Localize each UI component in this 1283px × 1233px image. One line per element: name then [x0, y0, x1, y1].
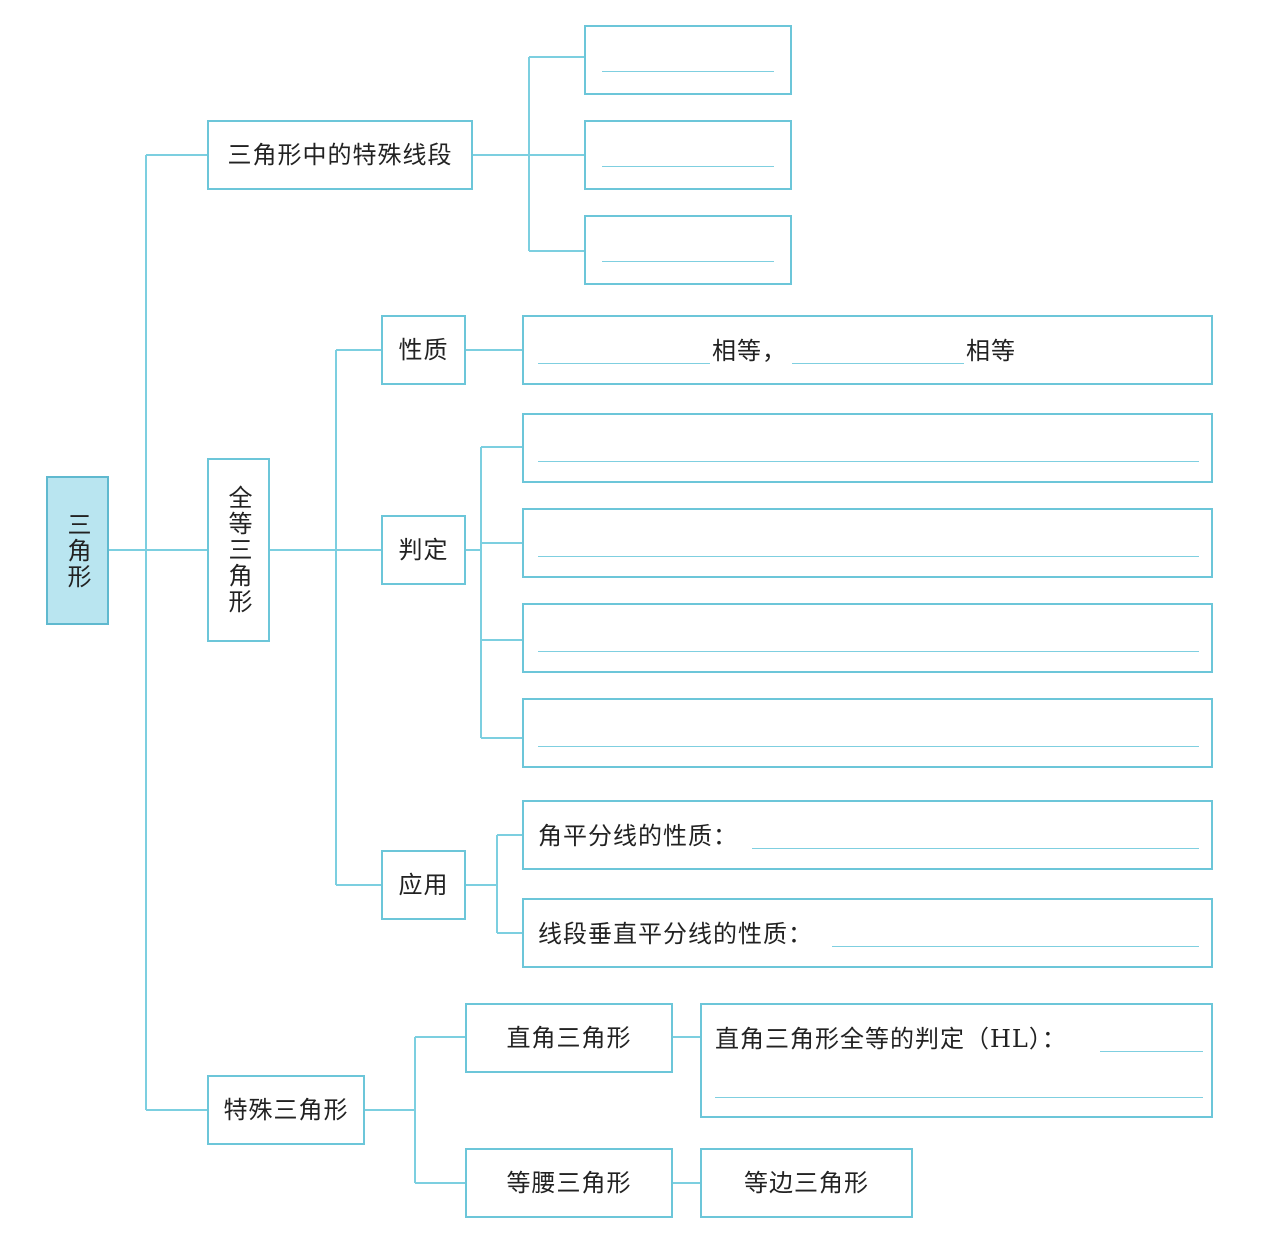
perpendicular-bisector-box[interactable]: 线段垂直平分线的性质： [522, 898, 1213, 968]
root-node: 三角形 [46, 476, 109, 625]
equilateral-triangle-node: 等边三角形 [700, 1148, 913, 1218]
isosceles-triangle-label: 等腰三角形 [506, 1169, 632, 1197]
congruent-triangles-node: 全等三角形 [207, 458, 270, 642]
answer-line [538, 556, 1199, 557]
congruent-triangles-label: 全等三角形 [224, 485, 252, 615]
criterion-answer-box-2[interactable] [522, 508, 1213, 578]
answer-line [538, 461, 1199, 462]
answer-line [752, 848, 1199, 849]
special-triangles-label: 特殊三角形 [223, 1096, 349, 1124]
criterion-node: 判定 [381, 515, 466, 585]
criterion-answer-box-4[interactable] [522, 698, 1213, 768]
root-label: 三角形 [63, 511, 91, 590]
property-label: 性质 [398, 336, 449, 364]
property-answer-box[interactable]: 相等， 相等 [522, 315, 1213, 385]
right-triangle-node: 直角三角形 [465, 1003, 673, 1073]
angle-bisector-label: 角平分线的性质： [538, 822, 738, 850]
special-triangles-node: 特殊三角形 [207, 1075, 365, 1145]
answer-line [715, 1097, 1203, 1098]
answer-line [602, 71, 774, 72]
segment-answer-box-3[interactable] [584, 215, 792, 285]
isosceles-triangle-node: 等腰三角形 [465, 1148, 673, 1218]
property-node: 性质 [381, 315, 466, 385]
application-label: 应用 [398, 871, 449, 899]
criterion-answer-box-3[interactable] [522, 603, 1213, 673]
answer-line [602, 261, 774, 262]
special-segments-label: 三角形中的特殊线段 [227, 141, 453, 169]
answer-line [538, 746, 1199, 747]
segment-answer-box-1[interactable] [584, 25, 792, 95]
angle-bisector-box[interactable]: 角平分线的性质： [522, 800, 1213, 870]
answer-line [832, 946, 1199, 947]
criterion-label: 判定 [398, 536, 449, 564]
hl-criterion-box[interactable]: 直角三角形全等的判定（HL）： [700, 1003, 1213, 1118]
answer-line [602, 166, 774, 167]
property-text-2: 相等 [966, 337, 1016, 365]
application-node: 应用 [381, 850, 466, 920]
answer-line [538, 363, 710, 364]
hl-criterion-label: 直角三角形全等的判定（HL）： [715, 1025, 1067, 1053]
segment-answer-box-2[interactable] [584, 120, 792, 190]
answer-line [792, 363, 964, 364]
equilateral-triangle-label: 等边三角形 [744, 1169, 869, 1197]
answer-line [1100, 1051, 1203, 1052]
criterion-answer-box-1[interactable] [522, 413, 1213, 483]
special-segments-node: 三角形中的特殊线段 [207, 120, 473, 190]
property-text-1: 相等， [712, 337, 787, 365]
right-triangle-label: 直角三角形 [506, 1024, 632, 1052]
perpendicular-bisector-label: 线段垂直平分线的性质： [538, 920, 813, 948]
answer-line [538, 651, 1199, 652]
